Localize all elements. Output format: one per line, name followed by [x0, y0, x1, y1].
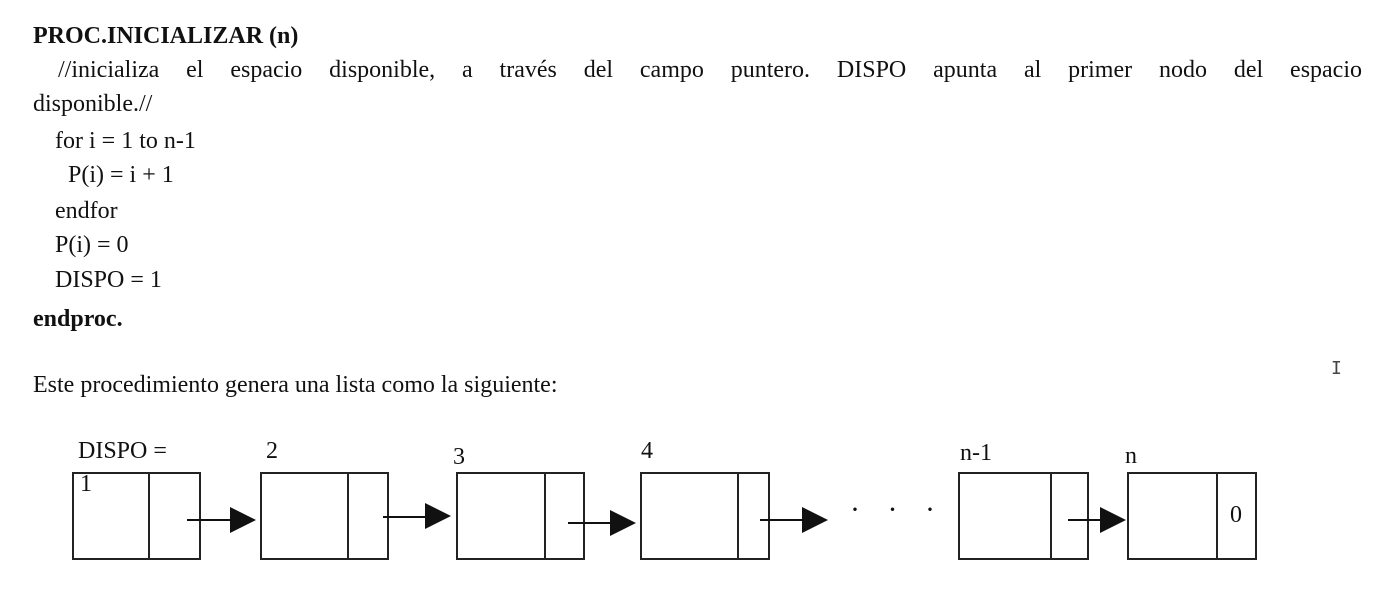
comment-line-2: disponible.//	[33, 91, 153, 117]
node-box	[640, 472, 770, 560]
arrow-line	[383, 516, 427, 518]
dispo-value: 1	[80, 471, 92, 497]
arrow-head-icon	[230, 507, 256, 533]
ellipsis: · · ·	[850, 493, 945, 526]
arrow-line	[187, 519, 233, 521]
text-cursor-icon: I	[1331, 358, 1342, 379]
node-divider	[1050, 472, 1052, 560]
arrow-head-icon	[425, 503, 451, 529]
comment-line-1: //inicializa el espacio disponible, a tr…	[58, 57, 1362, 83]
code-line-for: for i = 1 to n-1	[55, 128, 196, 154]
node-label-n: n	[1125, 443, 1137, 469]
node-divider	[1216, 472, 1218, 560]
description-text: Este procedimiento genera una lista como…	[33, 372, 558, 398]
code-line-dispo: DISPO = 1	[55, 267, 162, 293]
node-divider	[148, 472, 150, 560]
arrow-line	[568, 522, 612, 524]
node-label-2: 2	[266, 438, 278, 464]
code-line-pi-zero: P(i) = 0	[55, 232, 129, 258]
arrow-head-icon	[1100, 507, 1126, 533]
code-line-assign: P(i) = i + 1	[68, 162, 174, 188]
dispo-label: DISPO =	[78, 438, 167, 464]
node-label-3: 3	[453, 444, 465, 470]
node-box	[260, 472, 389, 560]
endproc: endproc.	[33, 306, 123, 332]
arrow-head-icon	[802, 507, 828, 533]
node-box	[72, 472, 201, 560]
node-divider	[544, 472, 546, 560]
node-label-n-1: n-1	[960, 440, 992, 466]
node-box	[1127, 472, 1257, 560]
node-box	[958, 472, 1089, 560]
procedure-title: PROC.INICIALIZAR (n)	[33, 23, 299, 49]
null-pointer-value: 0	[1230, 502, 1242, 528]
arrow-head-icon	[610, 510, 636, 536]
node-box	[456, 472, 585, 560]
node-divider	[347, 472, 349, 560]
arrow-line	[760, 519, 804, 521]
node-label-4: 4	[641, 438, 653, 464]
code-line-endfor: endfor	[55, 198, 118, 224]
node-divider	[737, 472, 739, 560]
arrow-line	[1068, 519, 1102, 521]
